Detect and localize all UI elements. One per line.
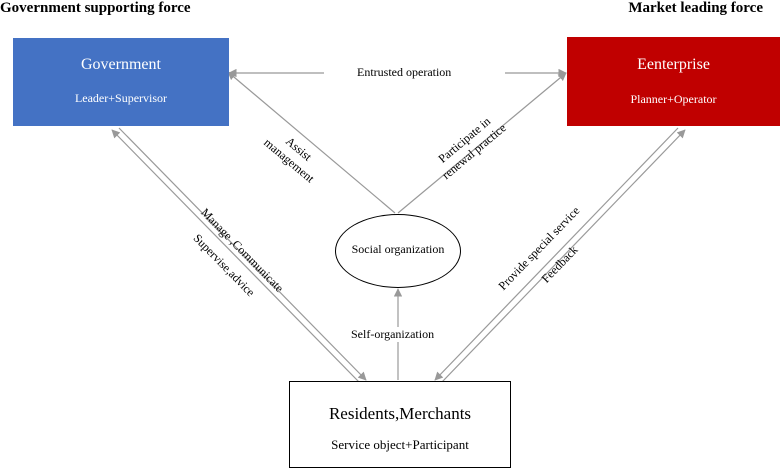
manage-arrow	[118, 127, 367, 381]
social-organization-name: Social organization	[351, 242, 445, 256]
government-role: Leader+Supervisor	[74, 91, 168, 105]
residents-name: Residents,Merchants	[328, 404, 472, 423]
assist-arrow	[227, 71, 396, 214]
participate-arrow	[397, 72, 567, 214]
market-force-heading: Market leading force	[628, 0, 763, 16]
government-name: Government	[81, 56, 161, 73]
self-organization-label: Self-organization	[347, 327, 439, 342]
social-organization-ellipse: Social organization	[335, 214, 461, 288]
government-box: Government Leader+Supervisor	[13, 38, 229, 126]
feedback-arrow	[441, 129, 686, 383]
provide-arrow	[434, 127, 679, 381]
enterprise-role: Planner+Operator	[630, 92, 717, 106]
enterprise-name: Eenterprise	[637, 56, 710, 73]
government-force-heading: Government supporting force	[0, 0, 191, 16]
residents-role: Service object+Participant	[331, 437, 469, 452]
supervise-arrow	[111, 129, 360, 383]
residents-box: Residents,Merchants Service object+Parti…	[289, 381, 511, 468]
enterprise-box: Eenterprise Planner+Operator	[567, 37, 780, 126]
entrusted-operation-label: Entrusted operation	[357, 65, 452, 79]
